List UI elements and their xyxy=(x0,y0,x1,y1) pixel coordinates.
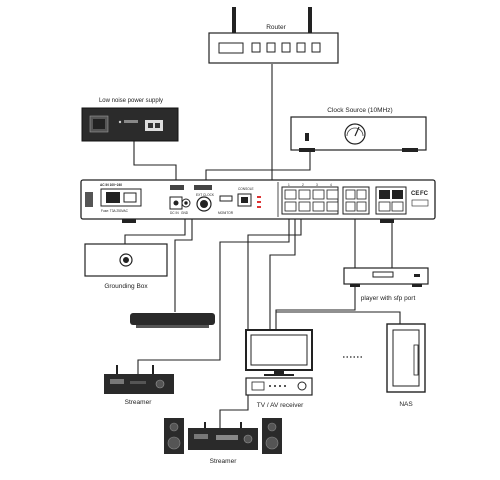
port-2-number: 2 xyxy=(302,183,304,187)
nas-label: NAS xyxy=(399,401,413,408)
connection-lines xyxy=(124,64,401,428)
streamer2-cable xyxy=(247,216,302,330)
dc-in-label: DC IN xyxy=(170,211,179,215)
clock-gauge xyxy=(344,123,366,145)
nas-cable xyxy=(275,216,356,330)
tv-cable xyxy=(269,216,296,330)
nas: NAS xyxy=(386,323,426,408)
streamer2-link xyxy=(219,395,249,428)
streamer-bar xyxy=(130,313,215,328)
tv-av-receiver: TV / AV receiver xyxy=(245,329,313,409)
clock-source-label: Clock Source (10MHz) xyxy=(327,107,392,114)
power-supply-label: Low noise power supply xyxy=(99,98,163,104)
grounding-box-body xyxy=(84,243,168,277)
streamer-2: Streamer xyxy=(164,418,282,465)
rj45-port-2 xyxy=(298,189,311,200)
console-label: CONSOLE xyxy=(238,187,254,191)
power-supply-cable xyxy=(133,140,177,190)
rj45-port-8 xyxy=(326,201,339,212)
clock-source: Clock Source (10MHz) xyxy=(290,107,427,152)
switch-rear-panel: AC IN 100~240 Fuse: T3A 250VAC DC IN GND… xyxy=(80,179,436,223)
fuse-label: Fuse: T3A 250VAC xyxy=(101,209,129,213)
rj45-port-1 xyxy=(284,189,297,200)
rj45-port-3 xyxy=(312,189,325,200)
rj45-port-7 xyxy=(312,201,325,212)
gnd-label: GND xyxy=(181,211,189,215)
rj45-port-5 xyxy=(284,201,297,212)
router: Router xyxy=(208,7,339,64)
tv-label: TV / AV receiver xyxy=(257,402,304,409)
grounding-box-label: Grounding Box xyxy=(104,283,148,290)
streamer-bar-body xyxy=(130,313,215,325)
ac-in-label: AC IN 100~240 xyxy=(100,183,122,187)
port-1-number: 1 xyxy=(288,183,290,187)
streamer1-cable xyxy=(137,216,290,374)
ce-mark-icon: CE xyxy=(411,191,419,197)
rj45-port-4 xyxy=(326,189,339,200)
grounding-cable xyxy=(124,208,186,244)
sfp-player: player with sfp port xyxy=(343,267,429,302)
port-4-number: 4 xyxy=(330,183,332,187)
streamer-2-label: Streamer xyxy=(210,458,238,465)
streamer-1: Streamer xyxy=(104,365,174,406)
sfp-player-label: player with sfp port xyxy=(361,295,416,302)
streamer-1-label: Streamer xyxy=(125,399,153,406)
monitor-label: MONITOR xyxy=(218,211,234,215)
power-supply: Low noise power supply xyxy=(81,98,179,142)
fcc-mark-icon: FC xyxy=(420,191,429,197)
streamer-bar-cable xyxy=(174,208,193,312)
grounding-box: Grounding Box xyxy=(84,243,168,290)
rj45-port-6 xyxy=(298,201,311,212)
router-label: Router xyxy=(266,24,286,31)
nas-cable-2 xyxy=(276,311,401,324)
port-3-number: 3 xyxy=(316,183,318,187)
ext-clock-label: EXT CLOCK xyxy=(196,193,215,197)
